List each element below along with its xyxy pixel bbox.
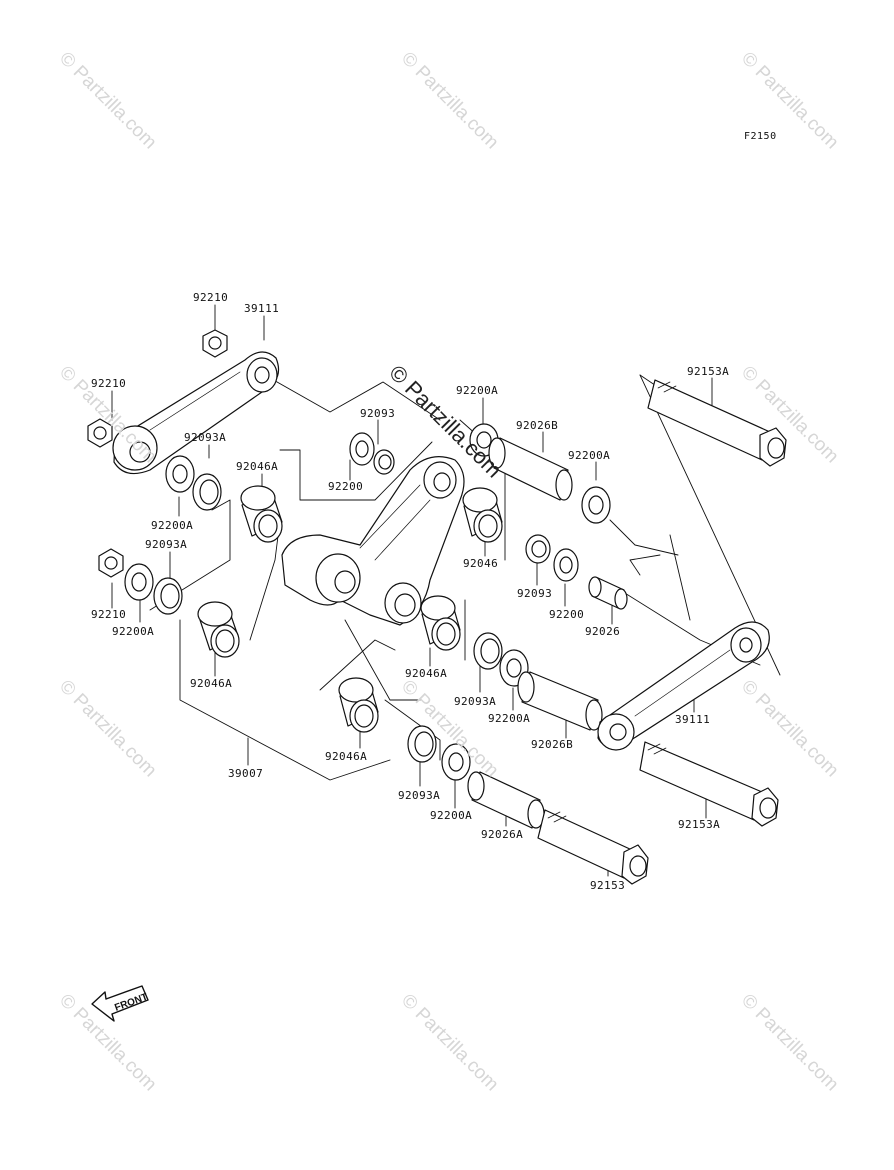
- seal-92093A-1: [192, 473, 222, 511]
- washer-92200A-right: [581, 486, 611, 524]
- part-label-92153a[interactable]: 92153A: [687, 365, 730, 378]
- part-label-92210[interactable]: 92210: [91, 608, 127, 621]
- seal-92093A-3: [473, 632, 503, 670]
- bearing-92046A-3: [420, 595, 461, 651]
- bolt-92153A-low: [639, 741, 779, 827]
- nut-92210-top: [202, 329, 228, 358]
- watermark: © Partzilla.com: [397, 48, 503, 154]
- seal-92093A-4: [407, 725, 437, 763]
- part-label-92026a[interactable]: 92026A: [481, 828, 524, 841]
- part-label-92093[interactable]: 92093: [360, 407, 396, 420]
- part-label-92153[interactable]: 92153: [590, 879, 626, 892]
- part-label-39111[interactable]: 39111: [675, 713, 711, 726]
- part-label-39111[interactable]: 39111: [244, 302, 280, 315]
- leader-lines: [111, 304, 713, 877]
- part-label-92200a[interactable]: 92200A: [456, 384, 499, 397]
- bearing-92046A-4: [338, 677, 379, 733]
- bearing-92046A-1: [240, 485, 283, 543]
- part-label-92200a[interactable]: 92200A: [430, 809, 473, 822]
- watermark: © Partzilla.com: [737, 676, 843, 782]
- washer-92200A-1: [165, 455, 195, 493]
- rocker-arm-39007: [281, 456, 465, 626]
- part-label-92093a[interactable]: 92093A: [184, 431, 227, 444]
- watermark: © Partzilla.com: [55, 676, 161, 782]
- collar-92026B-low: [517, 671, 603, 731]
- washer-92200-b: [553, 548, 579, 582]
- part-label-92026b[interactable]: 92026B: [516, 419, 559, 432]
- watermark: © Partzilla.com: [397, 676, 503, 782]
- part-label-92046a[interactable]: 92046A: [190, 677, 233, 690]
- part-label-92093a[interactable]: 92093A: [398, 789, 441, 802]
- part-label-92026[interactable]: 92026: [585, 625, 621, 638]
- front-arrow-icon: [91, 985, 149, 1022]
- washer-92200A-2: [124, 563, 154, 601]
- part-label-92093a[interactable]: 92093A: [145, 538, 188, 551]
- watermark: © Partzilla.com: [55, 48, 161, 154]
- seal-92093-top: [373, 449, 395, 475]
- collar-92026A: [467, 771, 545, 829]
- nut-92210-low: [98, 548, 124, 578]
- seal-92093-b: [525, 534, 551, 564]
- bolt-92153: [537, 809, 649, 885]
- part-label-92046a[interactable]: 92046A: [325, 750, 368, 763]
- rod-39111-lower: [597, 621, 770, 751]
- watermark: © Partzilla.com: [737, 362, 843, 468]
- watermark: © Partzilla.com: [55, 990, 161, 1096]
- part-label-92046[interactable]: 92046: [463, 557, 499, 570]
- part-label-92093[interactable]: 92093: [517, 587, 553, 600]
- part-label-92046a[interactable]: 92046A: [405, 667, 448, 680]
- watermark: © Partzilla.com: [397, 990, 503, 1096]
- part-label-39007[interactable]: 39007: [228, 767, 264, 780]
- part-label-92200a[interactable]: 92200A: [488, 712, 531, 725]
- washer-92200A-4: [441, 743, 471, 781]
- nut-92210-left: [87, 418, 113, 448]
- watermark: © Partzilla.com: [737, 990, 843, 1096]
- part-label-92046a[interactable]: 92046A: [236, 460, 279, 473]
- bearing-92046: [462, 487, 503, 543]
- part-label-92200a[interactable]: 92200A: [112, 625, 155, 638]
- washer-92200-top: [349, 432, 375, 466]
- part-label-92093a[interactable]: 92093A: [454, 695, 497, 708]
- bolt-92153A-top: [647, 379, 787, 467]
- bearing-92046A-2: [197, 601, 240, 658]
- part-label-92200a[interactable]: 92200A: [568, 449, 611, 462]
- part-label-92200[interactable]: 92200: [549, 608, 585, 621]
- seal-92093A-2: [153, 577, 183, 615]
- part-label-92153a[interactable]: 92153A: [678, 818, 721, 831]
- watermark-main: © Partzilla.com: [384, 360, 507, 483]
- collar-92026: [588, 576, 628, 610]
- part-label-92200[interactable]: 92200: [328, 480, 364, 493]
- diagram-ref: F2150: [744, 131, 777, 142]
- part-label-92200a[interactable]: 92200A: [151, 519, 194, 532]
- rod-39111-upper: [112, 351, 280, 475]
- collar-92026B-top: [488, 437, 573, 501]
- part-label-92026b[interactable]: 92026B: [531, 738, 574, 751]
- part-label-92210[interactable]: 92210: [193, 291, 229, 304]
- part-label-92210[interactable]: 92210: [91, 377, 127, 390]
